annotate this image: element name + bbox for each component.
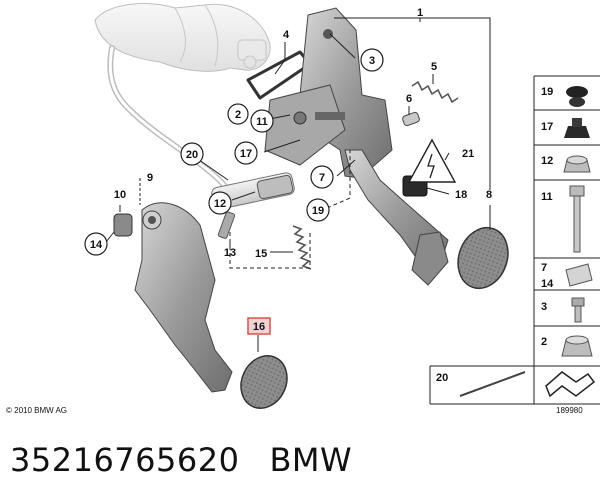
- part-number: 35216765620: [10, 441, 240, 479]
- svg-text:3: 3: [541, 301, 547, 313]
- clutch-pedal-pad: [240, 355, 288, 409]
- bushing: [113, 213, 133, 237]
- legend-buffer: [564, 118, 590, 138]
- svg-text:8: 8: [486, 189, 492, 201]
- legend-clip: [565, 263, 593, 287]
- legend-hex-nut: [563, 155, 591, 173]
- svg-text:17: 17: [541, 121, 553, 133]
- legend-arrow-icon: [545, 371, 596, 398]
- brake-pedal: [344, 149, 449, 286]
- svg-text:11: 11: [541, 191, 553, 203]
- leader-lines: [105, 17, 491, 352]
- parts-diagram: 3 2 11 20 17 7 12 19 14 16 1 4 5 6 21 18…: [84, 3, 600, 409]
- plain-labels: 1 4 5 6 21 18 8 9 10 13 15: [114, 7, 492, 260]
- svg-text:10: 10: [114, 189, 126, 201]
- svg-text:15: 15: [255, 248, 267, 260]
- brake-pedal-pad: [457, 226, 509, 290]
- svg-text:7: 7: [319, 172, 325, 184]
- part-caption: 35216765620 BMW: [10, 441, 352, 479]
- electric-warning-icon: [407, 138, 457, 183]
- svg-text:18: 18: [455, 189, 467, 201]
- callout-19: 19: [306, 198, 330, 222]
- brand-name: BMW: [269, 441, 353, 479]
- svg-text:2: 2: [541, 336, 547, 348]
- svg-text:19: 19: [312, 205, 324, 217]
- svg-text:11: 11: [256, 116, 268, 128]
- diagram-reference-number: 189980: [556, 406, 583, 415]
- callout-20: 20: [180, 142, 204, 166]
- callout-12: 12: [208, 191, 232, 215]
- callout-7: 7: [310, 165, 334, 189]
- pushrod: [217, 211, 236, 239]
- svg-text:3: 3: [369, 55, 375, 67]
- legend-panel: [429, 75, 600, 405]
- callout-11: 11: [250, 109, 274, 133]
- callout-bubbles: 3 2 11 20 17 7 12 19 14: [84, 48, 384, 256]
- svg-text:20: 20: [436, 372, 448, 384]
- legend-labels: 19 17 12 11 7 14 3 2 20: [436, 86, 554, 384]
- legend-screw: [571, 297, 585, 323]
- legend-collar-nut: [561, 335, 593, 357]
- legend-cable-tie: [459, 371, 526, 397]
- legend-grommet: [566, 86, 588, 107]
- callout-17: 17: [234, 141, 258, 165]
- callout-2: 2: [227, 103, 249, 125]
- svg-text:14: 14: [541, 278, 554, 290]
- svg-text:19: 19: [541, 86, 553, 98]
- clutch-pedal: [134, 202, 233, 393]
- svg-text:20: 20: [186, 149, 198, 161]
- svg-text:21: 21: [462, 148, 474, 160]
- svg-text:17: 17: [240, 148, 252, 160]
- svg-text:13: 13: [224, 247, 236, 259]
- svg-text:12: 12: [541, 155, 553, 167]
- svg-text:16: 16: [253, 321, 265, 333]
- svg-text:7: 7: [541, 262, 547, 274]
- svg-text:9: 9: [147, 172, 153, 184]
- callout-14: 14: [84, 232, 108, 256]
- svg-text:2: 2: [235, 109, 241, 121]
- return-spring: [292, 80, 459, 270]
- sleeve: [402, 111, 420, 127]
- copyright-text: © 2010 BMW AG: [6, 406, 68, 415]
- svg-text:5: 5: [431, 61, 437, 73]
- svg-text:6: 6: [406, 93, 412, 105]
- callout-16-highlight: 16: [247, 317, 271, 335]
- callout-3: 3: [360, 48, 384, 72]
- svg-text:1: 1: [417, 7, 423, 19]
- brake-booster: [94, 3, 271, 72]
- svg-text:12: 12: [214, 198, 226, 210]
- legend-bolt: [569, 185, 585, 253]
- svg-text:4: 4: [283, 29, 290, 41]
- svg-text:14: 14: [90, 239, 103, 251]
